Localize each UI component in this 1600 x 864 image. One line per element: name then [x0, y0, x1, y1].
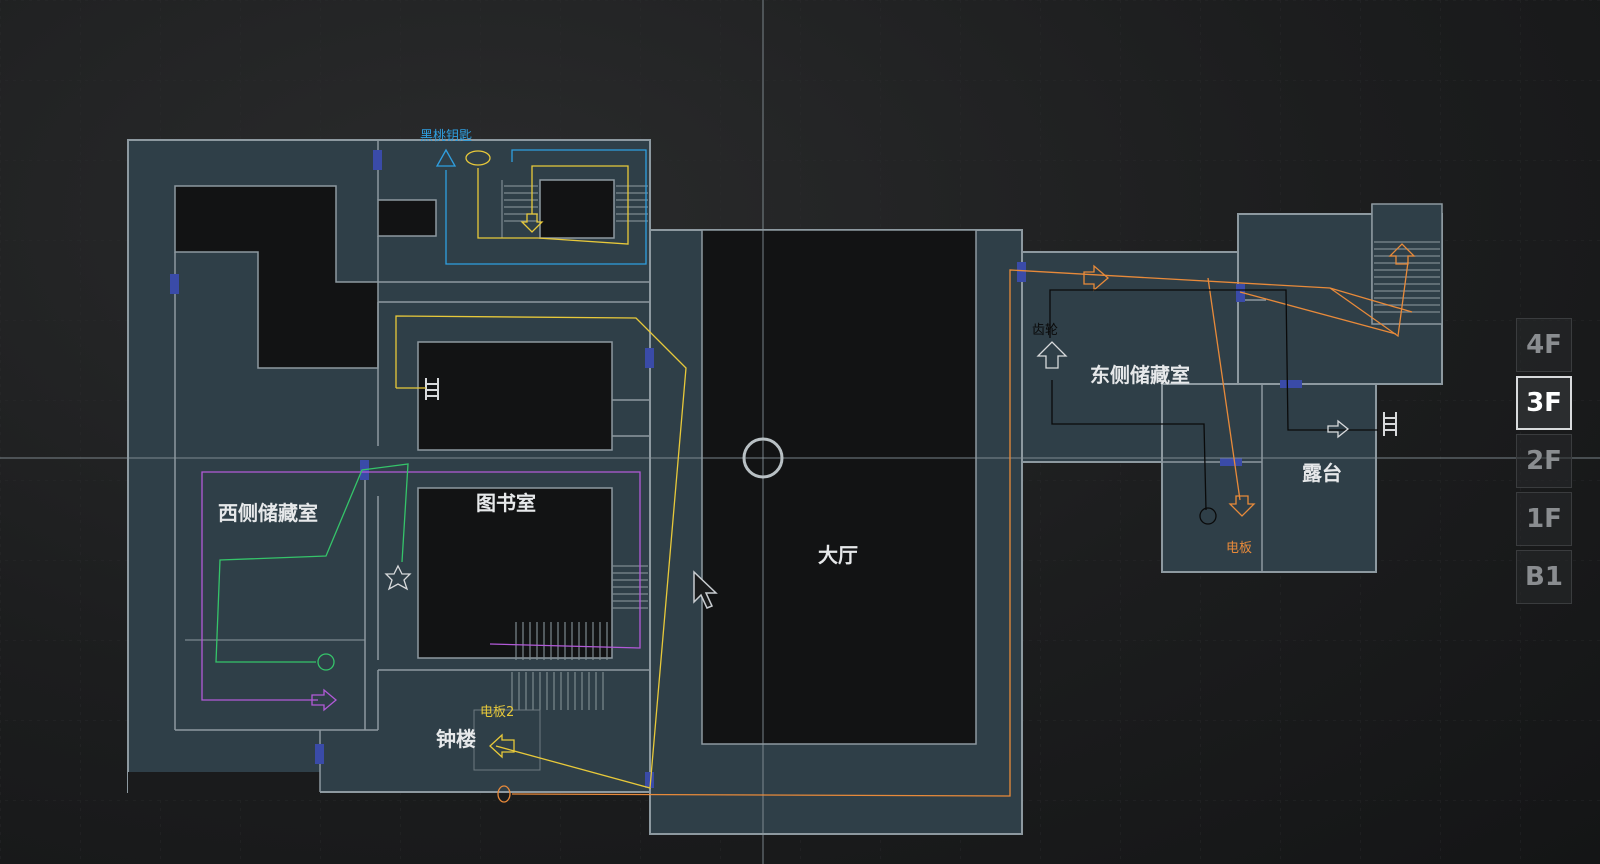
stair-void-north: [539, 179, 615, 239]
door[interactable]: [645, 348, 654, 368]
hall-void: [701, 229, 977, 745]
arrow-up-icon: [435, 148, 457, 167]
annotation-spade-key: 黑桃钥匙: [420, 129, 472, 144]
arrow-down-icon: [520, 213, 544, 233]
arrow-up-icon: [1036, 341, 1068, 369]
terrace-block: [1161, 383, 1377, 573]
annotation-gear: 齿轮: [1032, 323, 1058, 338]
route-orange: [497, 243, 1416, 803]
room-label-main-hall: 大厅: [818, 543, 858, 567]
door[interactable]: [1236, 284, 1245, 302]
arrow-down-icon: [1228, 495, 1256, 517]
clock-tower-box: [473, 709, 541, 771]
ladder-icon: [425, 378, 439, 400]
room-label-clock-tower: 钟楼: [436, 727, 476, 751]
route-blue: [435, 148, 647, 265]
floor-button-b1[interactable]: B1: [1516, 550, 1572, 604]
arrow-right-icon: [1083, 264, 1109, 292]
west-wing-notch: [128, 772, 320, 796]
west-void-small: [377, 199, 437, 237]
room-label-terrace: 露台: [1302, 461, 1342, 485]
door[interactable]: [315, 744, 324, 764]
library-block-upper: [417, 341, 613, 451]
route-end-marker: [1199, 507, 1217, 525]
east-wing: [1021, 203, 1443, 573]
route-start-marker: [497, 785, 511, 803]
door[interactable]: [645, 772, 654, 788]
star-icon: [384, 564, 412, 591]
route-black: [1036, 289, 1378, 525]
stairs-north: [504, 185, 648, 222]
floor-button-2f[interactable]: 2F: [1516, 434, 1572, 488]
route-purple: [201, 471, 641, 712]
floor-button-1f[interactable]: 1F: [1516, 492, 1572, 546]
stairs-library: [515, 565, 648, 660]
key-pickup-marker: [465, 150, 491, 166]
west-wing: [127, 139, 651, 796]
door[interactable]: [1280, 380, 1302, 388]
room-label-east-storage: 东侧储藏室: [1090, 363, 1190, 387]
route-green: [215, 463, 412, 671]
route-yellow: [395, 150, 687, 789]
map-center-marker: [742, 437, 784, 479]
annotation-panel: 电板: [1226, 541, 1252, 556]
room-label-west-storage: 西侧储藏室: [218, 501, 318, 525]
room-label-library: 图书室: [476, 491, 536, 515]
ladder-icon: [1383, 412, 1397, 436]
floor-button-3f[interactable]: 3F: [1516, 376, 1572, 430]
door[interactable]: [170, 274, 179, 294]
route-end-marker: [317, 653, 335, 671]
door[interactable]: [1220, 458, 1242, 466]
library-block-lower: [417, 487, 613, 659]
arrow-right-icon: [311, 688, 338, 712]
main-hall-wing: [649, 229, 1023, 835]
arrow-up-icon: [1388, 243, 1416, 265]
door[interactable]: [373, 150, 382, 170]
door[interactable]: [1017, 262, 1026, 282]
arrow-left-icon: [489, 733, 515, 759]
stairs-clock-tower: [511, 672, 604, 710]
annotation-panel2: 电板2: [480, 705, 514, 720]
floor-button-4f[interactable]: 4F: [1516, 318, 1572, 372]
arrow-right-icon: [1327, 419, 1350, 439]
mouse-cursor-icon: [693, 570, 718, 609]
